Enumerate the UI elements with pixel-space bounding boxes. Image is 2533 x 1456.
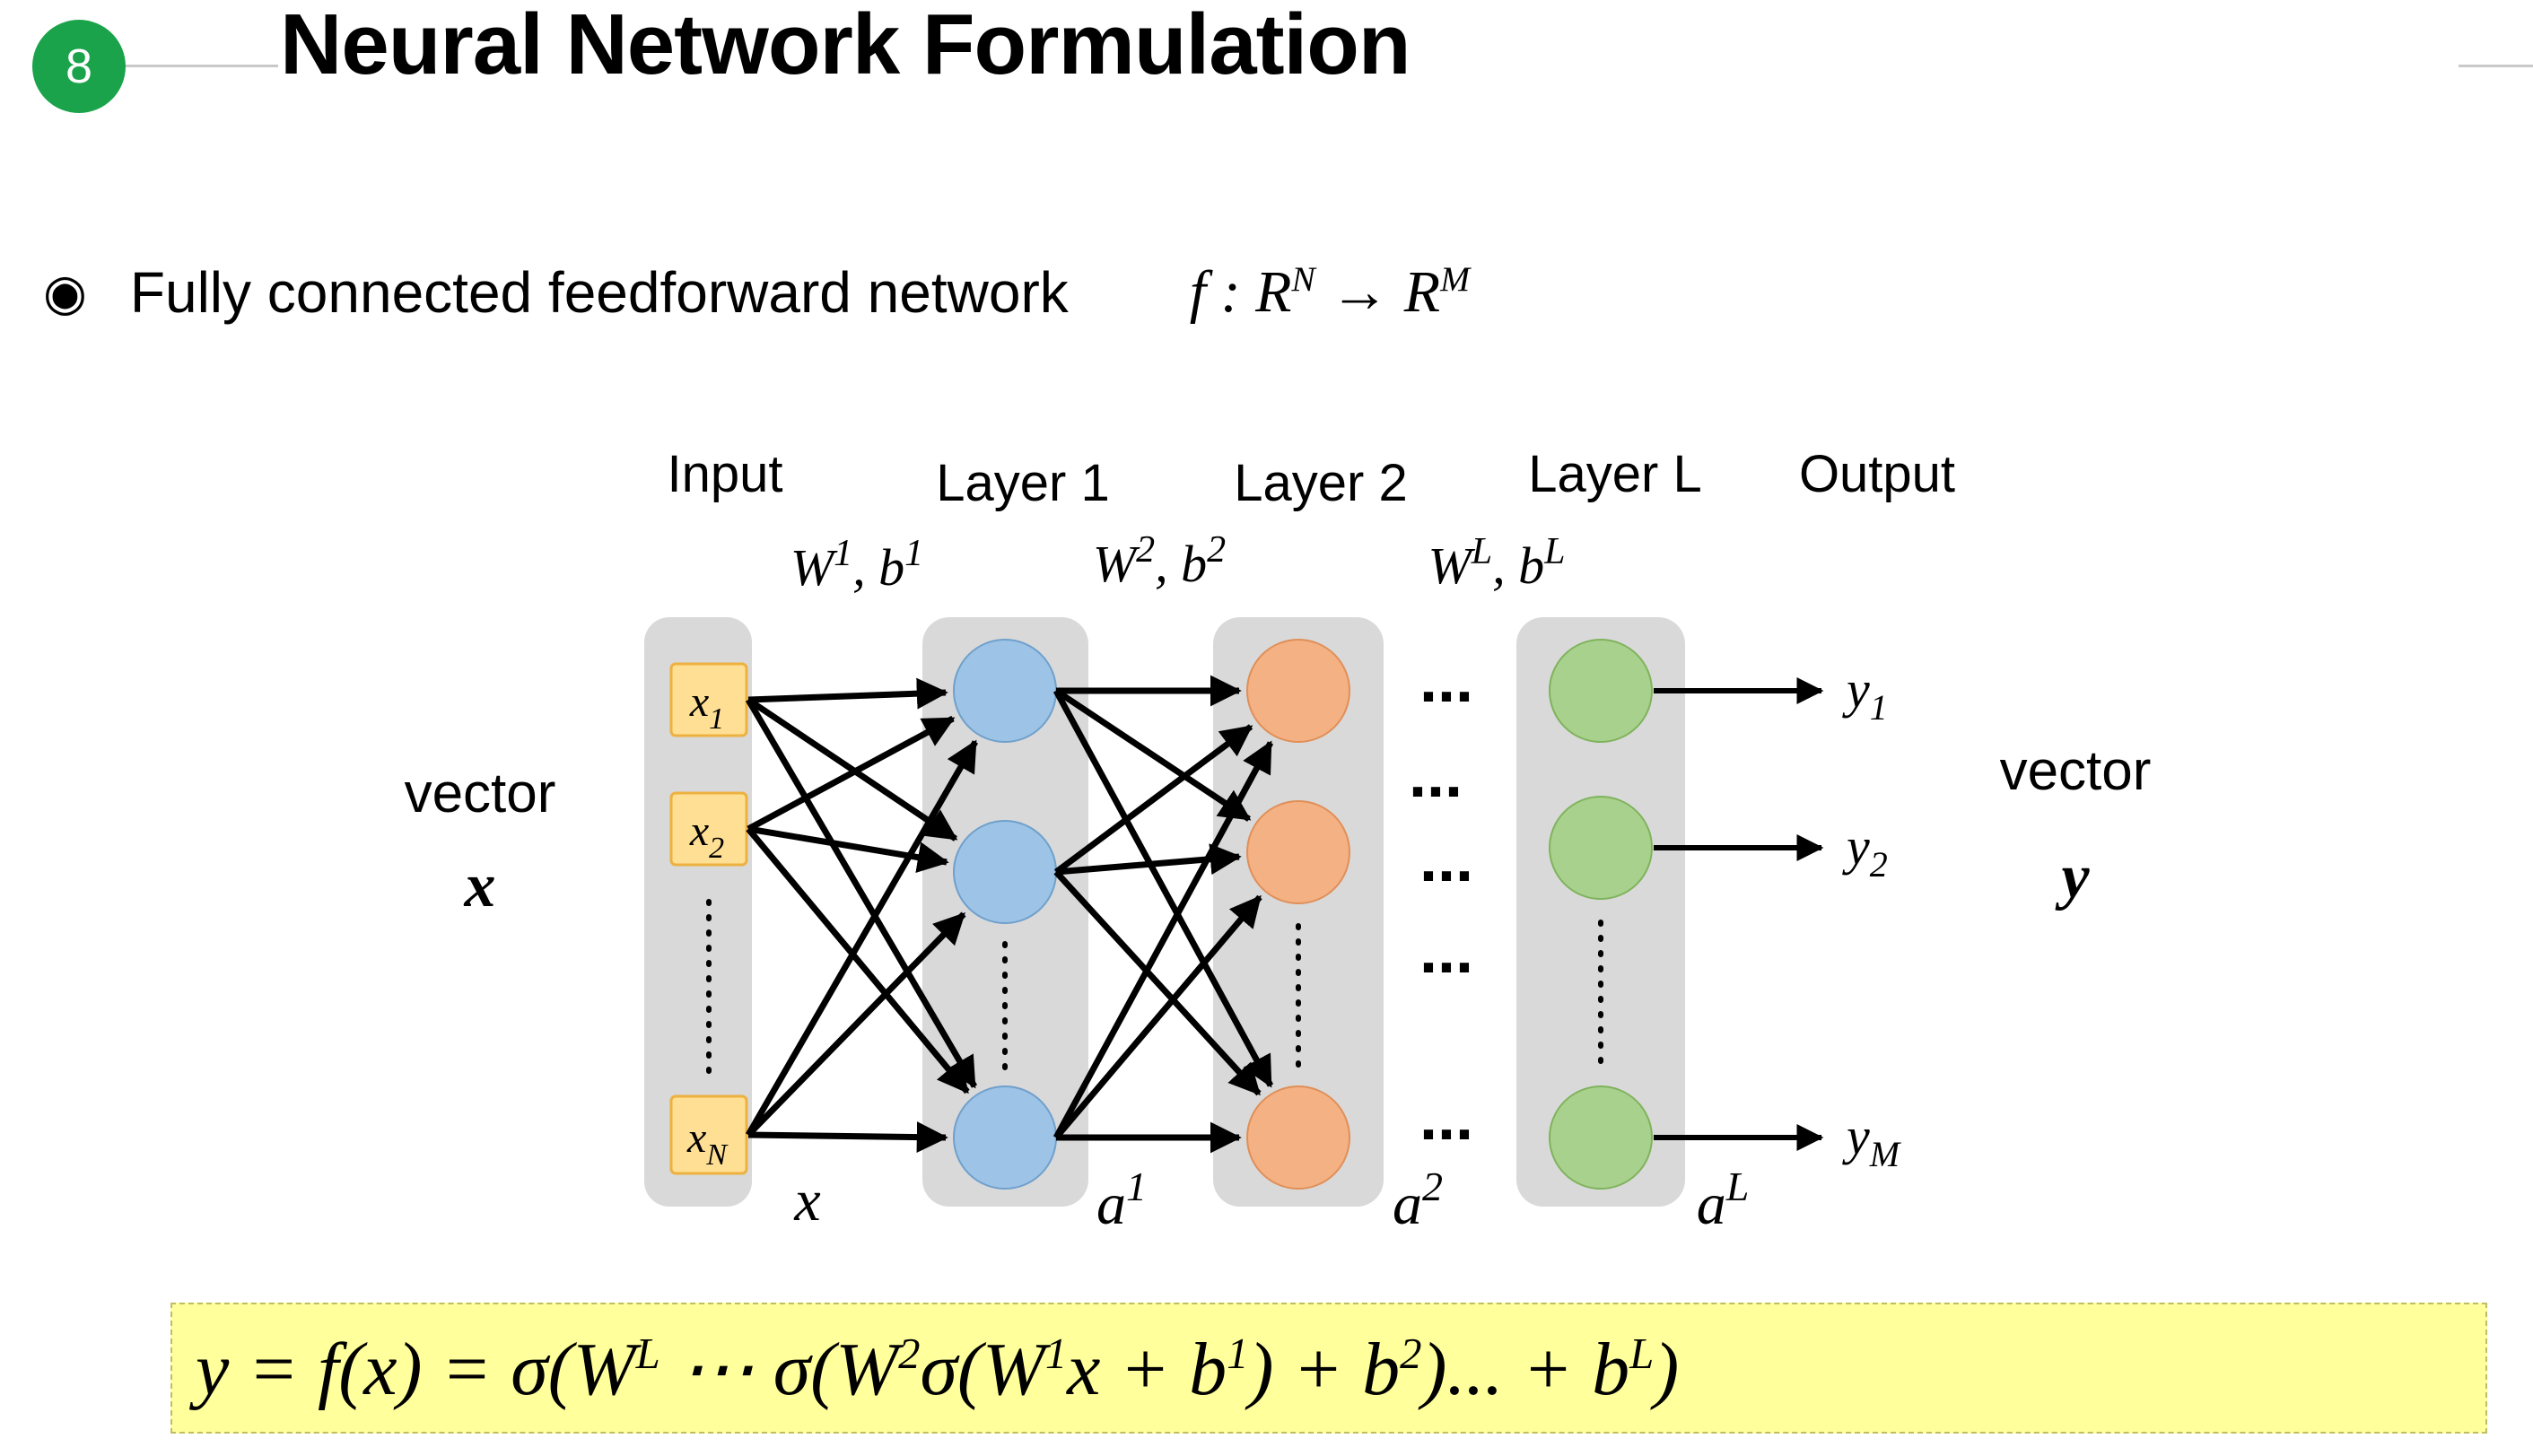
page-number-badge: 8 xyxy=(32,20,126,113)
formula-sup: 2 xyxy=(1400,1329,1422,1378)
activation-label-a2: a2 xyxy=(1393,1164,1443,1237)
connection-arrow xyxy=(747,825,949,873)
layer2-node xyxy=(1246,1085,1350,1190)
output-arrows xyxy=(1654,677,1824,1151)
formula-part: ⋯ σ(W xyxy=(659,1327,899,1411)
layer2-node xyxy=(1246,639,1350,743)
continuation-dots: ... xyxy=(1419,824,1473,895)
input-node-label-xN: xN xyxy=(686,1114,729,1172)
layerL-node xyxy=(1549,639,1653,743)
layerL-node xyxy=(1549,1085,1653,1190)
input-node-xN xyxy=(669,1094,748,1175)
layer1-node xyxy=(953,820,1057,924)
formula-part: σ(W xyxy=(920,1327,1045,1411)
formula-part: ) xyxy=(1654,1327,1680,1411)
connection-arrow xyxy=(747,1121,948,1154)
layerL-column-bg xyxy=(1516,617,1685,1207)
vector-left-symbol: x xyxy=(464,851,496,920)
page-number: 8 xyxy=(65,39,93,93)
connection-arrow xyxy=(1053,740,1274,1139)
vector-left-word: vector xyxy=(405,763,556,824)
output-label-y2: y2 xyxy=(1842,817,1888,885)
slide-title: Neural Network Formulation xyxy=(280,0,1411,92)
mapping-formula-part: → R xyxy=(1315,259,1441,325)
formula-sup: 2 xyxy=(898,1329,921,1378)
activation-label-x: x xyxy=(793,1168,820,1234)
connection-arrow xyxy=(746,826,970,1094)
layerL-node xyxy=(1549,796,1653,900)
vector-right-symbol: y xyxy=(2055,842,2090,911)
column-label-layer1: Layer 1 xyxy=(936,454,1109,512)
weight-label-w1: W1, b1 xyxy=(790,533,923,597)
bullet-icon: ◉ xyxy=(43,264,87,320)
formula-sup: 1 xyxy=(1044,1329,1068,1378)
network-diagram: Input Layer 1 Layer 2 Layer L Output W1,… xyxy=(405,445,2152,1237)
connection-arrow xyxy=(1053,724,1253,875)
continuation-dots: ... xyxy=(1419,915,1473,987)
network-formula: y = f(x) = σ(WL ⋯ σ(W2σ(W1x + b1) + b2).… xyxy=(196,1324,1679,1413)
column-label-output: Output xyxy=(1799,445,1955,503)
formula-part: )... + b xyxy=(1421,1327,1630,1411)
formula-sup: L xyxy=(1629,1329,1655,1378)
activation-label-aL: aL xyxy=(1697,1164,1750,1237)
connection-arrow xyxy=(746,911,966,1138)
decorative-line-left xyxy=(108,65,278,67)
activation-label-a1: a1 xyxy=(1096,1164,1147,1237)
mapping-formula-part: f : R xyxy=(1189,259,1292,325)
network-formula-box: y = f(x) = σ(WL ⋯ σ(W2σ(W1x + b1) + b2).… xyxy=(170,1303,2487,1434)
bullet-text: Fully connected feedforward network xyxy=(129,260,1069,325)
connection-arrow xyxy=(747,677,948,710)
continuation-dots: ... xyxy=(1409,739,1463,811)
formula-sup: 1 xyxy=(1227,1329,1249,1378)
mapping-formula-sup: N xyxy=(1291,259,1315,299)
layer1-node xyxy=(953,1085,1057,1190)
column-label-input: Input xyxy=(668,445,783,503)
mapping-formula: f : RN → RM xyxy=(1190,258,1470,327)
input-node-label-x1: x1 xyxy=(689,678,724,736)
column-label-layerL: Layer L xyxy=(1528,445,1701,503)
column-label-layer2: Layer 2 xyxy=(1234,454,1407,512)
weight-label-wL: WL, bL xyxy=(1428,531,1565,595)
layer1-node xyxy=(953,639,1057,743)
connection-arrow xyxy=(1053,689,1274,1088)
connection-arrow xyxy=(1053,869,1262,1096)
output-label-yM: yM xyxy=(1842,1107,1902,1174)
decorative-line-right xyxy=(2459,65,2533,67)
layer2-node xyxy=(1246,800,1350,904)
formula-part: x + b xyxy=(1067,1327,1227,1411)
bullet-row: ◉ Fully connected feedforward network f … xyxy=(43,258,1470,327)
continuation-dots: ... xyxy=(1419,1082,1473,1154)
formula-part: ) + b xyxy=(1248,1327,1401,1411)
vector-right-word: vector xyxy=(2000,740,2152,802)
mapping-formula-sup: M xyxy=(1440,259,1471,299)
connection-arrow xyxy=(745,739,979,1137)
input-node-x1 xyxy=(669,662,748,737)
weight-label-w2: W2, b2 xyxy=(1093,529,1226,593)
connection-arrow xyxy=(747,715,956,833)
input-node-label-x2: x2 xyxy=(689,807,724,865)
formula-part: y = f(x) = σ(W xyxy=(196,1327,636,1411)
input-column-bg xyxy=(644,617,752,1207)
formula-sup: L xyxy=(635,1329,660,1378)
connection-arrow xyxy=(747,697,958,841)
connection-arrow xyxy=(745,698,978,1089)
connection-arrow xyxy=(1053,894,1262,1140)
connections-input-layer1 xyxy=(745,677,979,1154)
connection-arrow xyxy=(1054,688,1252,822)
continuation-dots: ... xyxy=(1419,644,1473,716)
connections-layer1-layer2 xyxy=(1053,675,1274,1154)
input-node-x2 xyxy=(669,791,748,867)
output-label-y1: y1 xyxy=(1842,660,1888,728)
